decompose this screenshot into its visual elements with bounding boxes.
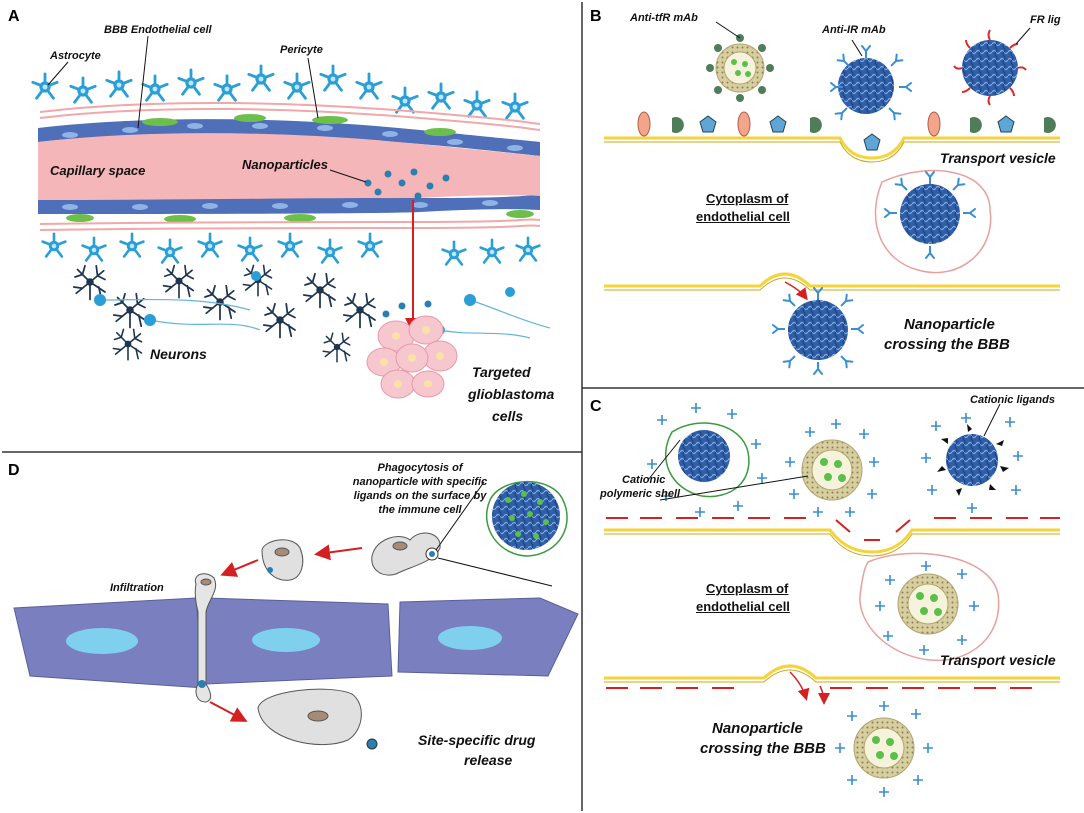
panel-c-drawing	[604, 402, 1060, 798]
label-phagocytosis-2: nanoparticle with specific	[352, 476, 488, 488]
label-cationic-ligands: Cationic ligands	[970, 394, 1055, 406]
label-cytoplasm-b-1: Cytoplasm of	[706, 191, 789, 206]
nanoparticle-anti-ir	[830, 45, 912, 121]
label-shell-1: Cationic	[622, 474, 666, 486]
label-glioblastoma-1: Targeted	[472, 364, 531, 380]
panel-a-drawing	[31, 35, 551, 399]
label-infiltration: Infiltration	[110, 582, 164, 594]
panel-label-a: A	[8, 8, 20, 25]
label-astrocyte: Astrocyte	[50, 50, 101, 62]
panel-d-drawing	[13, 480, 579, 750]
label-crossing-c-1: Nanoparticle	[712, 720, 803, 737]
label-cytoplasm-c-2: endothelial cell	[696, 599, 790, 614]
label-release-1: Site-specific drug	[418, 732, 536, 748]
label-crossing-b-2: crossing the BBB	[884, 336, 1010, 353]
label-cytoplasm-c-1: Cytoplasm of	[706, 581, 789, 596]
label-anti-ir: Anti-IR mAb	[822, 24, 886, 36]
label-neurons: Neurons	[150, 346, 207, 362]
label-phagocytosis-1: Phagocytosis of	[377, 462, 463, 474]
label-transport-vesicle-c: Transport vesicle	[940, 652, 1056, 668]
panel-label-d: D	[8, 462, 20, 479]
astrocyte-row-bottom	[41, 232, 541, 266]
panel-label-b: B	[590, 8, 602, 25]
label-anti-tfr: Anti-tfR mAb	[630, 12, 698, 24]
label-glioblastoma-2: glioblastoma	[468, 386, 555, 402]
label-release-2: release	[464, 752, 513, 768]
label-endothelial-cell: BBB Endothelial cell	[104, 24, 212, 36]
panel-b-drawing	[604, 21, 1060, 375]
neurons-cluster	[72, 264, 376, 363]
label-phagocytosis-4: the immune cell	[378, 504, 462, 516]
label-capillary-space: Capillary space	[50, 163, 146, 178]
label-phagocytosis-3: ligands on the surface by	[353, 490, 487, 502]
label-crossing-b-1: Nanoparticle	[904, 316, 995, 333]
panel-label-c: C	[590, 398, 602, 415]
label-transport-vesicle-b: Transport vesicle	[940, 150, 1056, 166]
label-nanoparticles: Nanoparticles	[242, 157, 328, 172]
receptors-row	[637, 111, 1056, 151]
label-cytoplasm-b-2: endothelial cell	[696, 209, 790, 224]
label-glioblastoma-3: cells	[492, 408, 524, 424]
liposome-anti-tfr	[706, 34, 774, 102]
label-shell-2: polymeric shell	[600, 488, 681, 500]
label-pericyte: Pericyte	[280, 44, 323, 56]
nanoparticle-dots	[364, 168, 450, 318]
nanoparticle-fr-lig	[953, 29, 1027, 106]
label-fr-lig: FR lig	[1030, 14, 1061, 26]
label-crossing-c-2: crossing the BBB	[700, 740, 826, 757]
